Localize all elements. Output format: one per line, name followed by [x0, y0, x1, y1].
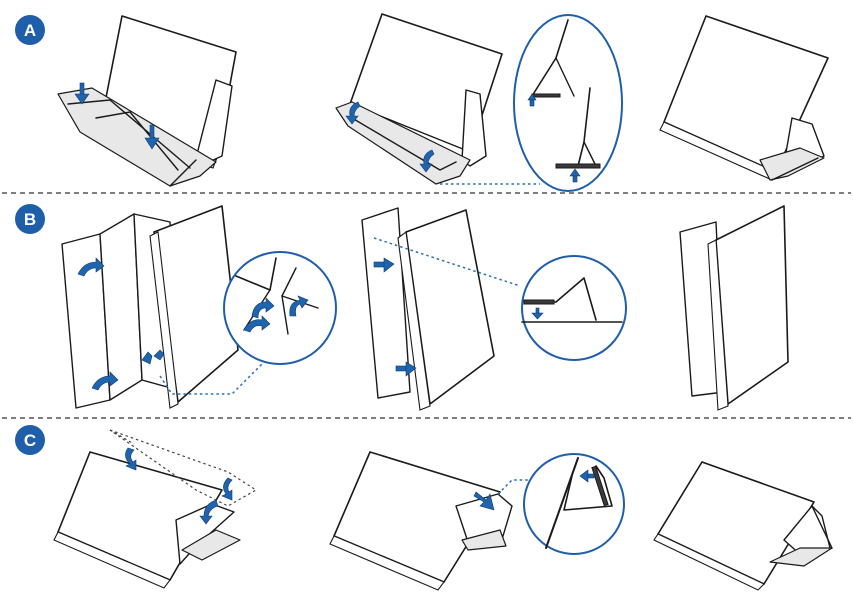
curved-arrow-icon [243, 315, 271, 333]
curved-arrow-icon [221, 477, 233, 501]
curved-arrow-icon [289, 295, 309, 317]
step-label-c: C [24, 431, 36, 450]
badge-circle [15, 204, 45, 234]
zoom-leader-line [159, 355, 271, 395]
step-badge-b: B [15, 204, 45, 234]
stand-base-tray [181, 529, 241, 561]
monitor-side-edge [707, 239, 729, 411]
curved-arrow-icon [199, 499, 219, 525]
stand-base-tray [461, 529, 507, 551]
step-badge-c: C [15, 425, 45, 455]
illustration-c2 [329, 451, 625, 591]
stand-leg [169, 159, 197, 187]
zoom-detail-stand-bottom [555, 87, 601, 183]
illustration-b3 [679, 205, 789, 411]
monitor-screen [657, 461, 815, 585]
step-label-a: A [24, 21, 36, 40]
badge-circle [15, 15, 45, 45]
monitor-screen [715, 205, 789, 405]
stand-leg [811, 505, 833, 549]
illustration-a1 [57, 15, 237, 187]
fold-outline [109, 429, 135, 445]
stand-base-tray [335, 101, 471, 185]
zoom-detail-circle [513, 14, 623, 192]
illustration-a2 [335, 13, 623, 192]
zoom-detail-latch [521, 277, 623, 323]
zoom-detail-stand-top [527, 19, 575, 107]
right-arrow-icon [395, 361, 417, 377]
monitor-bezel [329, 535, 445, 591]
monitor-bezel [653, 533, 765, 591]
monitor-side-edge [149, 231, 179, 409]
right-arrow-icon [373, 257, 395, 273]
stand-leg [771, 157, 819, 181]
stand-back-panel [461, 89, 487, 167]
left-arrow-icon [579, 469, 595, 483]
zoom-detail-circle [223, 251, 337, 365]
stand-fold-line [95, 111, 179, 171]
step-badge-a: A [15, 15, 45, 45]
curved-arrow-icon [473, 491, 495, 511]
down-arrow-icon [74, 82, 90, 105]
stand-base-tray [759, 147, 825, 181]
zoom-detail-hinge [545, 457, 613, 549]
step-label-b: B [24, 210, 36, 229]
curved-arrow-icon [91, 371, 119, 391]
down-arrow-icon [144, 124, 160, 150]
stand-fold-line [351, 117, 457, 171]
zoom-leader-line [497, 479, 528, 495]
fold-outline [109, 429, 258, 507]
zoom-leader-arrows [141, 349, 165, 365]
curved-arrow-icon [345, 101, 361, 125]
illustration-b1 [61, 205, 337, 409]
curved-arrow-icon [77, 257, 105, 277]
stand-base-tray [57, 87, 217, 187]
badge-circle [15, 425, 45, 455]
curved-arrow-icon [419, 149, 435, 173]
illustration-a3 [659, 15, 829, 181]
curved-arrow-icon [251, 297, 275, 319]
monitor-side-edge [397, 230, 431, 411]
illustration-c1 [53, 429, 258, 589]
zoom-detail-hinge [235, 257, 319, 335]
illustration-b2 [361, 207, 627, 411]
down-arrow-icon [531, 307, 544, 320]
cover-panel [361, 207, 411, 399]
zoom-detail-circle [521, 255, 627, 361]
illustration-c3 [653, 461, 833, 591]
zoom-leader-line [373, 237, 521, 287]
monitor-bezel [53, 531, 171, 589]
curved-arrow-icon [125, 447, 137, 471]
